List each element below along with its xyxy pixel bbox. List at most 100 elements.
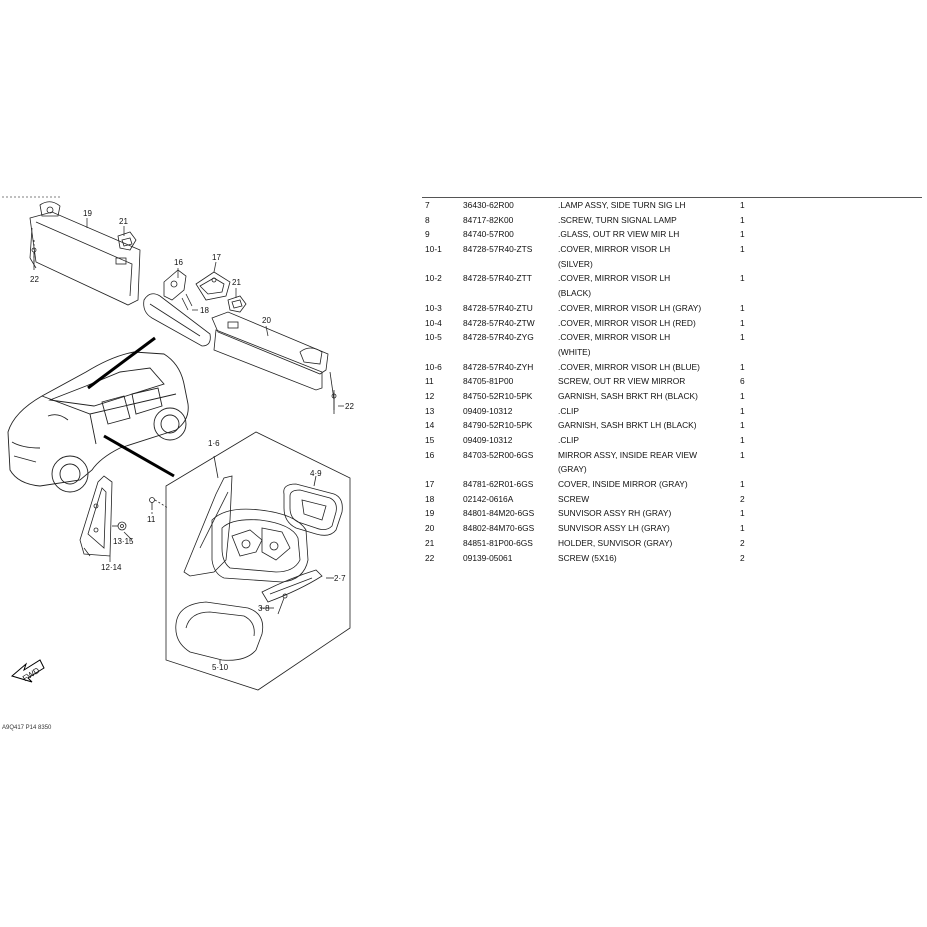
part-description: (SILVER)	[558, 258, 593, 269]
part-number: 09409-10312	[463, 435, 513, 445]
fwd-arrow-icon	[10, 659, 45, 683]
sunvisor-lh	[211, 311, 335, 410]
ref-number: 9	[425, 229, 430, 240]
quantity: 2	[740, 493, 745, 504]
part-number: 84703-52R00-6GS	[463, 449, 534, 460]
ref-number: 10-1	[425, 244, 442, 255]
ref-number: 11	[425, 376, 434, 387]
ref-number: 10-5	[425, 332, 442, 343]
quantity: 1	[740, 302, 745, 313]
part-description: .GLASS, OUT RR VIEW MIR LH	[558, 229, 680, 240]
callout-11: 11	[147, 515, 156, 524]
part-description: .COVER, MIRROR VISOR LH (BLUE)	[558, 361, 700, 372]
part-number: 09139-05061	[463, 552, 513, 563]
part-description: .COVER, MIRROR VISOR LH	[558, 332, 671, 343]
quantity: 1	[740, 523, 745, 534]
part-description: SUNVISOR ASSY RH (GRAY)	[558, 508, 672, 519]
part-number: 84728-57R40-ZTW	[463, 317, 535, 328]
table-row: 22 09139-05061 SCREW (5X16) 2	[422, 551, 922, 566]
side-turn-lamp	[261, 569, 334, 603]
ref-number: 10-3	[425, 302, 442, 313]
ref-number: 15	[425, 435, 435, 445]
callout-12-14: 12·14	[101, 563, 122, 572]
ref-number: 18	[425, 493, 435, 504]
callout-2-7: 2·7	[334, 574, 346, 583]
outside-mirror-assy	[183, 455, 309, 583]
ref-number: 10-2	[425, 273, 442, 284]
ref-number: 13	[425, 405, 435, 416]
part-description: (WHITE)	[558, 346, 591, 357]
quantity: 1	[740, 214, 745, 225]
callout-20: 20	[262, 316, 271, 325]
part-description: .CLIP	[558, 405, 579, 416]
part-description: GARNISH, SASH BRKT RH (BLACK)	[558, 390, 698, 401]
part-number: 84790-52R10-5PK	[463, 420, 533, 431]
table-row: 10-5 84728-57R40-ZYG .COVER, MIRROR VISOR …	[422, 330, 922, 345]
quantity: 1	[740, 508, 745, 519]
part-description: SCREW (5X16)	[558, 552, 617, 563]
ref-number: 21	[425, 537, 435, 548]
table-row: 10-3 84728-57R40-ZTU .COVER, MIRROR VISOR …	[422, 301, 922, 316]
ref-number: 8	[425, 214, 430, 225]
part-number: 84801-84M20-6GS	[463, 508, 535, 519]
parts-diagram: 19 21 22 16 17 21 18 20 22 1·6 4·9 11 13…	[2, 196, 354, 691]
quantity: 2	[740, 552, 745, 563]
quantity: 1	[740, 229, 745, 240]
ref-number: 7	[425, 200, 430, 210]
part-description: COVER, INSIDE MIRROR (GRAY)	[558, 479, 688, 490]
screw-11	[149, 497, 169, 510]
part-number: 84728-57R40-ZYG	[463, 332, 534, 343]
ref-number: 16	[425, 449, 435, 460]
callout-1-6: 1·6	[208, 439, 220, 448]
callout-21: 21	[232, 278, 241, 287]
part-number: 84851-81P00-6GS	[463, 537, 533, 548]
ref-number: 14	[425, 420, 435, 431]
table-row: (BLACK)	[422, 286, 922, 301]
part-description: .CLIP	[558, 435, 579, 445]
callout-5-10: 5·10	[212, 663, 229, 672]
callout-13-15: 13·15	[113, 537, 134, 546]
table-row: 19 84801-84M20-6GS SUNVISOR ASSY RH (GRAY)…	[422, 506, 922, 521]
sash-garnish	[79, 475, 113, 557]
part-number: 84728-57R40-ZTS	[463, 244, 533, 255]
part-number: 84705-81P00	[463, 376, 514, 387]
quantity: 1	[740, 405, 745, 416]
quantity: 6	[740, 376, 745, 387]
table-row: (SILVER)	[422, 257, 922, 272]
callout-18: 18	[200, 306, 209, 315]
mirror-glass	[283, 475, 343, 536]
part-description: .COVER, MIRROR VISOR LH	[558, 273, 671, 284]
part-number: 84728-57R40-ZTU	[463, 302, 533, 313]
mirror-visor-cover	[175, 601, 264, 664]
inside-mirror-cover	[195, 271, 231, 301]
sunvisor-rh	[29, 201, 141, 306]
part-description: SUNVISOR ASSY LH (GRAY)	[558, 523, 670, 534]
ref-number: 20	[425, 523, 435, 534]
part-description: .COVER, MIRROR VISOR LH (GRAY)	[558, 302, 702, 313]
quantity: 1	[740, 200, 745, 210]
part-description: GARNISH, SASH BRKT LH (BLACK)	[558, 420, 697, 431]
quantity: 1	[740, 244, 745, 255]
table-row: (GRAY)	[422, 462, 922, 477]
part-description: .COVER, MIRROR VISOR LH (RED)	[558, 317, 696, 328]
quantity: 1	[740, 449, 745, 460]
table-row: 14 84790-52R10-5PK GARNISH, SASH BRKT LH (…	[422, 418, 922, 433]
ref-number: 22	[425, 552, 435, 563]
ref-number: 19	[425, 508, 435, 519]
callout-3-8: 3·8	[258, 604, 270, 613]
part-description: .LAMP ASSY, SIDE TURN SIG LH	[558, 200, 686, 210]
part-description: .COVER, MIRROR VISOR LH	[558, 244, 671, 255]
quantity: 2	[740, 537, 745, 548]
screw-22-right	[331, 393, 337, 414]
quantity: 1	[740, 479, 745, 490]
